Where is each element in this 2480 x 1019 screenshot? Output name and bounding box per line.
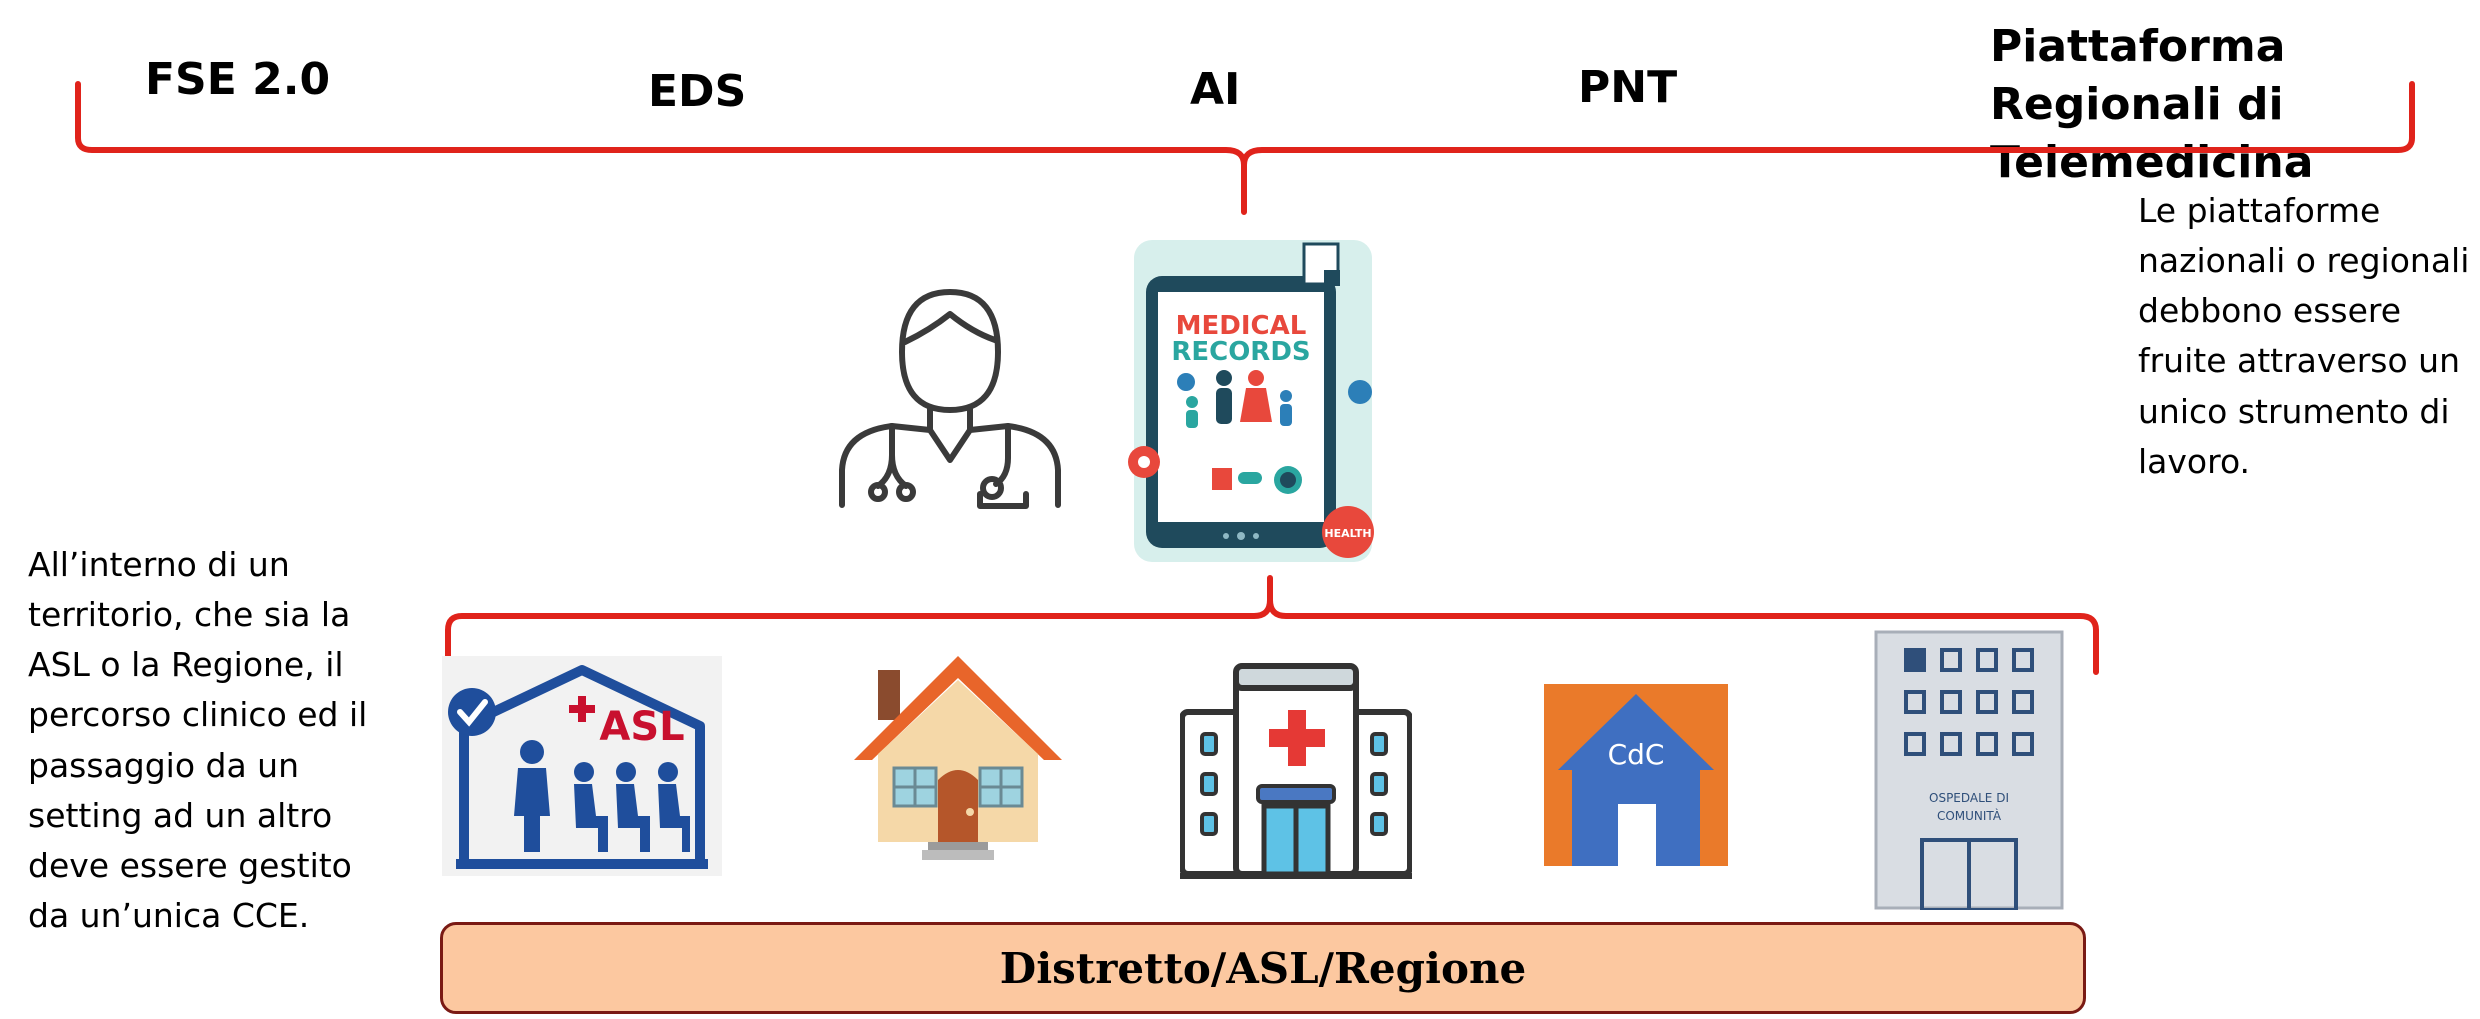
label-ai: AI — [1190, 64, 1241, 115]
doctor-icon — [839, 289, 1061, 509]
casa-della-comunita-icon: CdC — [1544, 684, 1728, 866]
label-eds: EDS — [648, 66, 747, 117]
ospedale-label-1: OSPEDALE DI — [1929, 791, 2009, 805]
label-piattaforma-regionali: Piattaforma Regionali di Telemedicina — [1990, 21, 2314, 189]
asl-label: ASL — [599, 704, 684, 750]
home-icon — [854, 656, 1062, 860]
medical-records-tablet-icon: MEDICAL RECORDS HEALTH — [1128, 240, 1374, 562]
asl-waiting-room-icon: ASL — [442, 656, 722, 876]
label-fse: FSE 2.0 — [145, 54, 331, 105]
bottom-bracket — [445, 575, 2099, 675]
note-territorio: All’interno di un territorio, che sia la… — [28, 545, 368, 936]
note-piattaforme: Le piattaforme nazionali o regionali deb… — [2138, 191, 2470, 481]
district-bar-label: Distretto/ASL/Regione — [999, 943, 1527, 993]
ospedale-label-2: COMUNITÀ — [1937, 808, 2002, 823]
tablet-title-1: MEDICAL — [1176, 311, 1307, 341]
tablet-title-2: RECORDS — [1171, 337, 1310, 367]
ospedale-di-comunita-icon: OSPEDALE DI COMUNITÀ — [1874, 630, 2064, 910]
cdc-label: CdC — [1608, 738, 1665, 771]
tablet-health-badge: HEALTH — [1324, 527, 1371, 540]
hospital-icon — [1180, 663, 1412, 879]
district-bar: Distretto/ASL/Regione — [440, 922, 2086, 1014]
label-pnt: PNT — [1578, 62, 1678, 113]
top-bracket — [75, 81, 2415, 215]
